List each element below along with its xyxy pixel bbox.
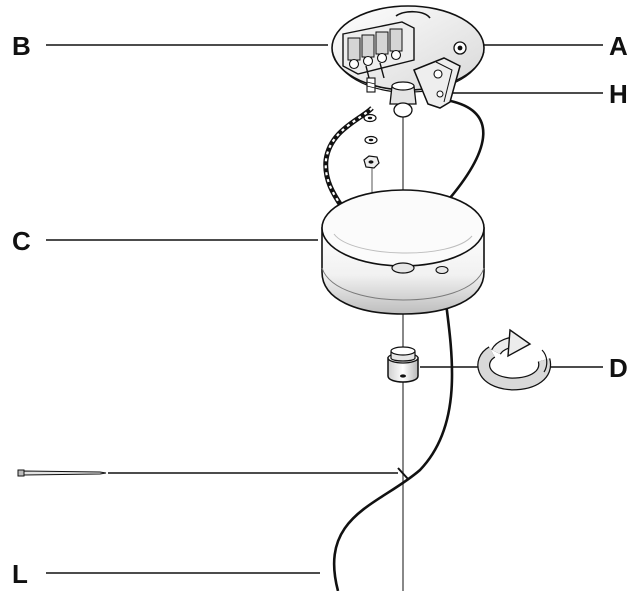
cable-gland	[389, 81, 417, 118]
cable-tie	[17, 469, 107, 477]
leader-lines	[46, 44, 603, 574]
strain-relief-bracket-h	[413, 57, 461, 109]
callout-c: C	[12, 226, 31, 256]
cable-lock-d	[387, 346, 419, 383]
cable-tie-mark	[397, 467, 409, 480]
ground-wire-stripe	[324, 107, 373, 208]
power-cord-l	[332, 271, 454, 591]
canopy-c	[321, 189, 485, 315]
callout-b: B	[12, 31, 31, 61]
terminal-block-b	[342, 21, 415, 83]
rotate-arrow-icon	[477, 328, 552, 391]
callout-a: A	[609, 31, 628, 61]
callout-l: L	[12, 559, 28, 589]
callout-d: D	[609, 353, 628, 383]
callout-h: H	[609, 79, 628, 109]
power-cord-upper	[445, 98, 485, 199]
fixing-screw-stack	[363, 77, 380, 202]
ground-wire	[323, 106, 374, 209]
